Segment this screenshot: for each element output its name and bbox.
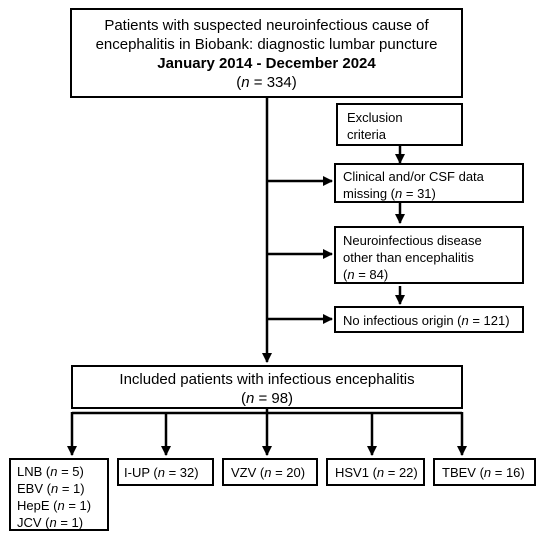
source-population-box: Patients with suspected neuroinfectious … — [70, 8, 463, 98]
group-box-tbev: TBEV (n = 16) — [433, 458, 536, 486]
exclusion-criteria-header: Exclusion criteria — [336, 103, 463, 146]
exclusion-no-infection-box: No infectious origin (n = 121) — [334, 306, 524, 333]
group-line: LNB (n = 5) — [17, 464, 84, 479]
group-box-vzv: VZV (n = 20) — [222, 458, 318, 486]
study-period: January 2014 - December 2024 — [157, 55, 376, 72]
exclusion-missing-data-box: Clinical and/or CSF data missing (n = 31… — [334, 163, 524, 203]
top-line2: encephalitis in Biobank: diagnostic lumb… — [95, 36, 438, 53]
exclusion-other-disease-box: Neuroinfectious disease other than encep… — [334, 226, 524, 284]
top-line1: Patients with suspected neuroinfectious … — [104, 17, 429, 34]
group-line: HepE (n = 1) — [17, 498, 92, 513]
group-box-hsv1: HSV1 (n = 22) — [326, 458, 425, 486]
top-count: (n = 334) — [236, 74, 297, 91]
group-box-iup: I-UP (n = 32) — [117, 458, 214, 486]
group-box-lnb-ebv-hepe-jcv: LNB (n = 5) EBV (n = 1) HepE (n = 1) JCV… — [9, 458, 109, 531]
group-line: JCV (n = 1) — [17, 515, 84, 530]
group-line: EBV (n = 1) — [17, 481, 85, 496]
included-patients-box: Included patients with infectious enceph… — [71, 365, 463, 409]
